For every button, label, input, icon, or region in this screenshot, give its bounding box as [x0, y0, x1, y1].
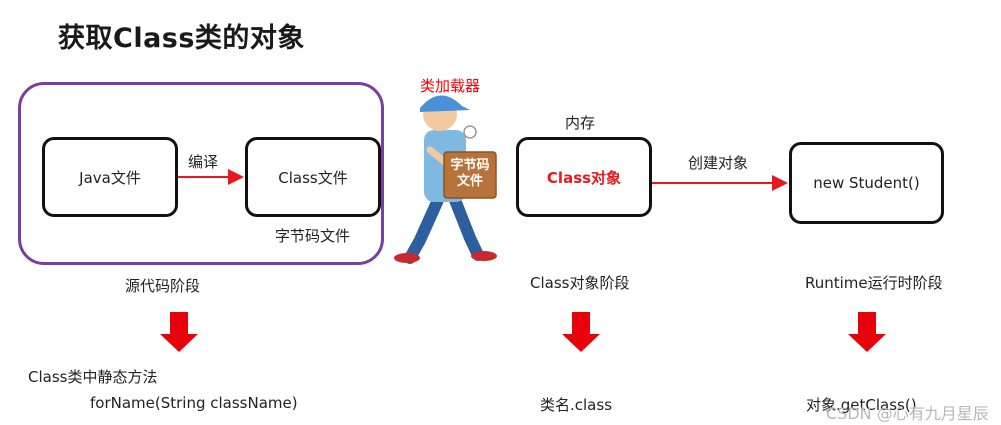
class-object-box: Class对象 [516, 137, 652, 217]
class-file-label: Class文件 [278, 168, 348, 187]
loader-box-line2: 文件 [456, 174, 483, 189]
class-object-label: Class对象 [546, 168, 622, 187]
class-loader-label: 类加载器 [420, 77, 481, 95]
java-file-label: Java文件 [79, 168, 141, 187]
class-down-arrow [562, 312, 600, 352]
forname-method: forName(String className) [90, 394, 298, 412]
class-file-box: Class文件 [245, 137, 381, 217]
class-stage-label: Class对象阶段 [530, 274, 630, 292]
runtime-down-arrow [848, 312, 886, 352]
memory-label: 内存 [565, 114, 596, 132]
new-student-label: new Student() [813, 174, 920, 192]
java-file-box: Java文件 [42, 137, 178, 217]
create-object-label: 创建对象 [688, 154, 749, 172]
static-method-heading: Class类中静态方法 [28, 368, 158, 386]
getclass-method: 对象.getClass() [806, 396, 917, 414]
bytecode-file-label: 字节码文件 [275, 227, 351, 245]
diagram-title: 获取Class类的对象 [58, 23, 305, 54]
source-down-arrow [160, 312, 198, 352]
loader-box-label: 字节码 文件 [444, 158, 496, 190]
runtime-stage-label: Runtime运行时阶段 [805, 274, 943, 292]
classname-class-method: 类名.class [540, 396, 613, 414]
loader-box-line1: 字节码 [450, 158, 490, 173]
new-student-box: new Student() [789, 142, 944, 224]
compile-label: 编译 [188, 153, 219, 171]
source-stage-label: 源代码阶段 [125, 277, 201, 295]
csdn-watermark: CSDN @心有九月星辰 [826, 404, 989, 423]
source-stage-group [18, 82, 384, 265]
